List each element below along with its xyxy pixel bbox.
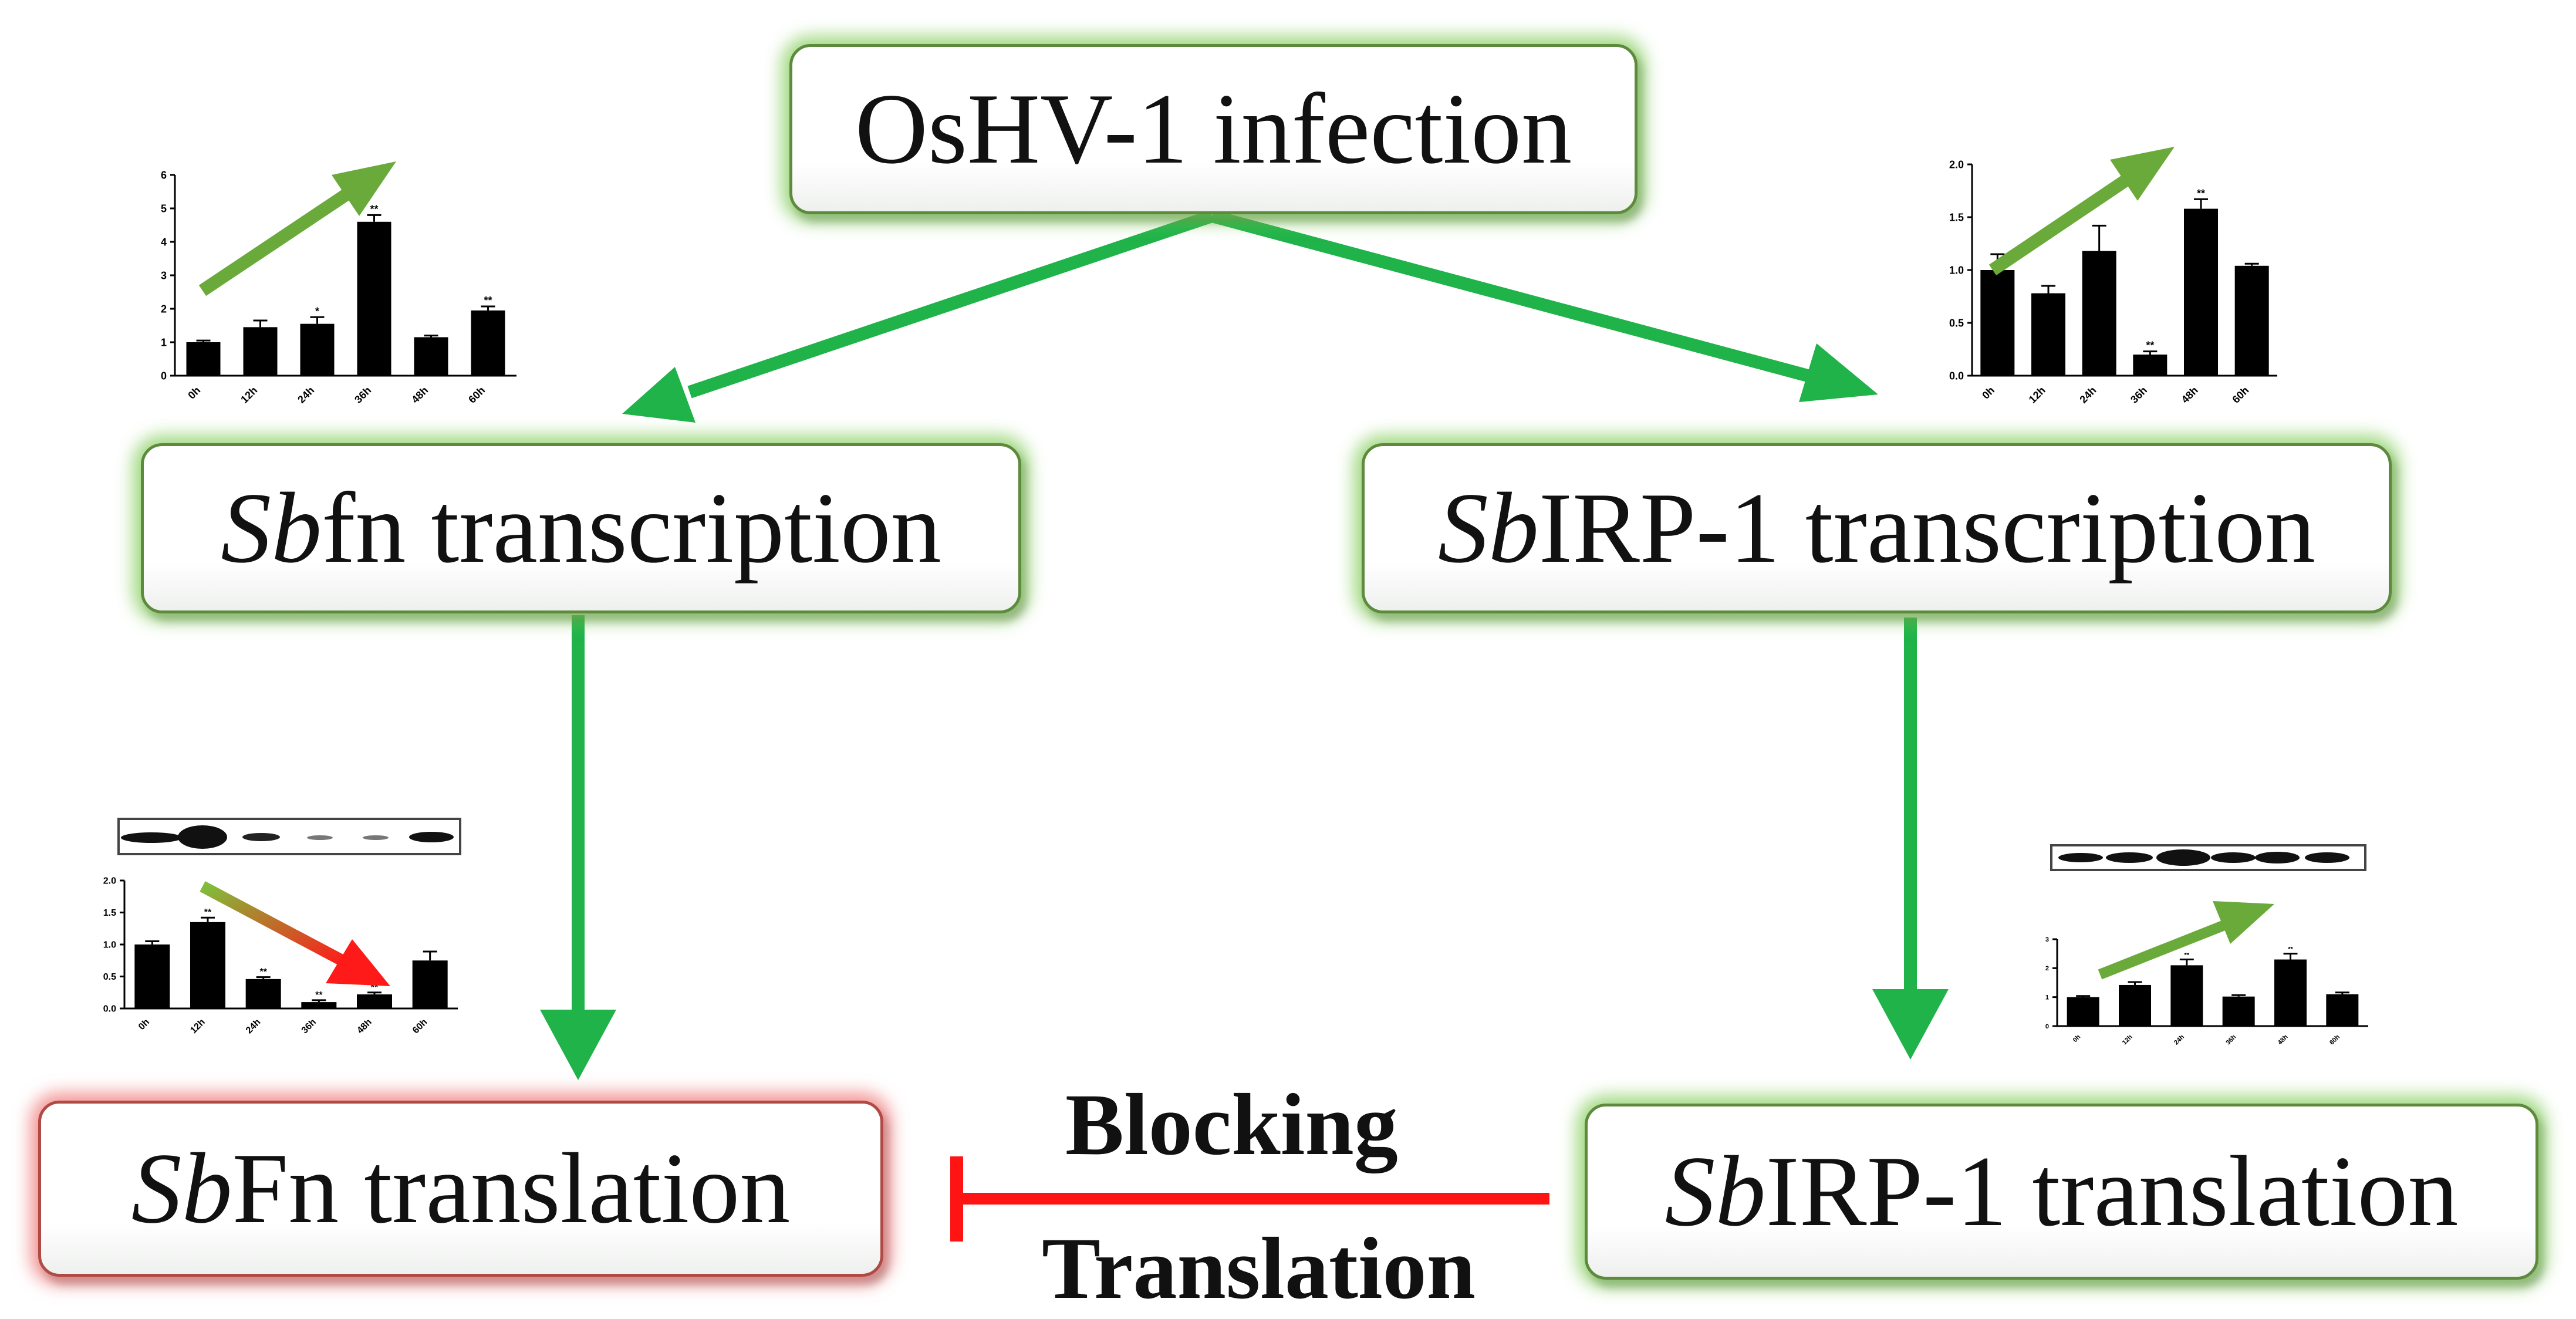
significance-label: **	[315, 990, 323, 1000]
y-tick-label: 2.0	[1949, 158, 1964, 170]
species-prefix: Sb	[221, 472, 322, 584]
species-prefix: Sb	[1437, 472, 1539, 584]
bar	[134, 944, 170, 1008]
bar	[1980, 270, 2015, 376]
y-tick-label: 0	[2045, 1023, 2049, 1030]
significance-label: **	[2288, 946, 2293, 953]
bar	[2067, 997, 2099, 1026]
node-sbirp1-translation: SbIRP-1 translation	[1585, 1104, 2538, 1280]
y-tick-label: 1.5	[103, 908, 116, 918]
y-tick-label: 3	[2045, 936, 2049, 943]
node-sbfn-translation-label: Fn translation	[232, 1132, 791, 1244]
bar	[2222, 996, 2255, 1026]
y-tick-label: 0	[161, 370, 167, 382]
bar	[301, 1002, 337, 1008]
significance-label: **	[370, 203, 378, 215]
y-tick-label: 1.0	[103, 940, 116, 950]
arrow-fn-transcription-to-translation	[540, 615, 616, 1080]
western-blot-irp	[2050, 844, 2366, 871]
significance-label: **	[484, 295, 492, 306]
bar	[2234, 265, 2269, 376]
inhibition-arrow	[950, 1156, 1549, 1242]
bar	[2133, 355, 2168, 376]
y-tick-label: 6	[161, 169, 167, 181]
trend-arrow-fn-mrna	[198, 161, 396, 296]
y-tick-label: 0.5	[1949, 317, 1964, 329]
y-tick-label: 1.5	[1949, 211, 1964, 223]
significance-label: **	[2185, 952, 2190, 959]
trend-arrow-irp-protein	[2098, 901, 2274, 980]
significance-label: **	[2146, 340, 2154, 352]
significance-label: **	[259, 967, 267, 977]
western-blot-fn	[117, 818, 461, 855]
species-prefix: Sb	[1665, 1135, 1766, 1247]
node-oshv1-infection-label: OsHV-1 infection	[855, 73, 1572, 185]
node-sbfn-translation: SbFn translation	[38, 1101, 883, 1277]
bar	[412, 960, 448, 1008]
y-tick-label: 0.5	[103, 972, 116, 982]
node-sbfn-transcription-label: fn transcription	[322, 472, 941, 584]
y-tick-label: 3	[161, 269, 167, 281]
arrow-irp-transcription-to-translation	[1872, 618, 1949, 1060]
bar	[2119, 984, 2151, 1026]
significance-label: *	[315, 305, 319, 317]
bar	[414, 337, 448, 376]
node-sbfn-transcription: Sbfn transcription	[141, 443, 1021, 613]
edge-label-blocking: Blocking	[1065, 1076, 1398, 1173]
bar	[245, 979, 281, 1008]
bar	[2274, 959, 2307, 1026]
bar	[243, 327, 278, 376]
y-tick-label: 2	[161, 303, 167, 315]
species-prefix: Sb	[131, 1132, 232, 1244]
bar	[357, 994, 392, 1008]
bar	[186, 342, 221, 376]
node-oshv1-infection: OsHV-1 infection	[789, 44, 1638, 214]
node-sbirp1-transcription: SbIRP-1 transcription	[1362, 443, 2392, 613]
y-tick-label: 0.0	[103, 1004, 116, 1014]
arrow-infection-to-irp-transcription	[1210, 210, 1878, 402]
bar	[2170, 965, 2203, 1026]
bar	[2326, 994, 2359, 1026]
bar	[357, 221, 391, 376]
y-tick-label: 1.0	[1949, 264, 1964, 276]
flow-arrows	[540, 210, 1949, 1242]
node-sbirp1-translation-label: IRP-1 translation	[1765, 1135, 2459, 1247]
bar	[2184, 208, 2218, 376]
significance-label: **	[2197, 187, 2205, 199]
edge-label-translation: Translation	[1042, 1220, 1476, 1317]
y-tick-label: 2	[2045, 965, 2049, 972]
bar	[471, 310, 505, 376]
bar	[300, 323, 335, 376]
y-tick-label: 1	[161, 336, 167, 348]
node-sbirp1-transcription-label: IRP-1 transcription	[1538, 472, 2316, 584]
y-tick-label: 4	[161, 236, 167, 248]
y-tick-label: 5	[161, 203, 167, 214]
bar	[190, 922, 225, 1008]
significance-label: **	[204, 908, 212, 917]
y-tick-label: 2.0	[103, 876, 116, 886]
trend-arrow-fn-protein	[200, 881, 390, 986]
bar	[2082, 251, 2116, 376]
y-tick-label: 0.0	[1949, 370, 1964, 382]
trend-arrow-irp-mrna	[1988, 147, 2175, 276]
y-tick-label: 1	[2045, 994, 2049, 1001]
bar	[2031, 293, 2065, 376]
arrow-infection-to-fn-transcription	[622, 210, 1214, 423]
